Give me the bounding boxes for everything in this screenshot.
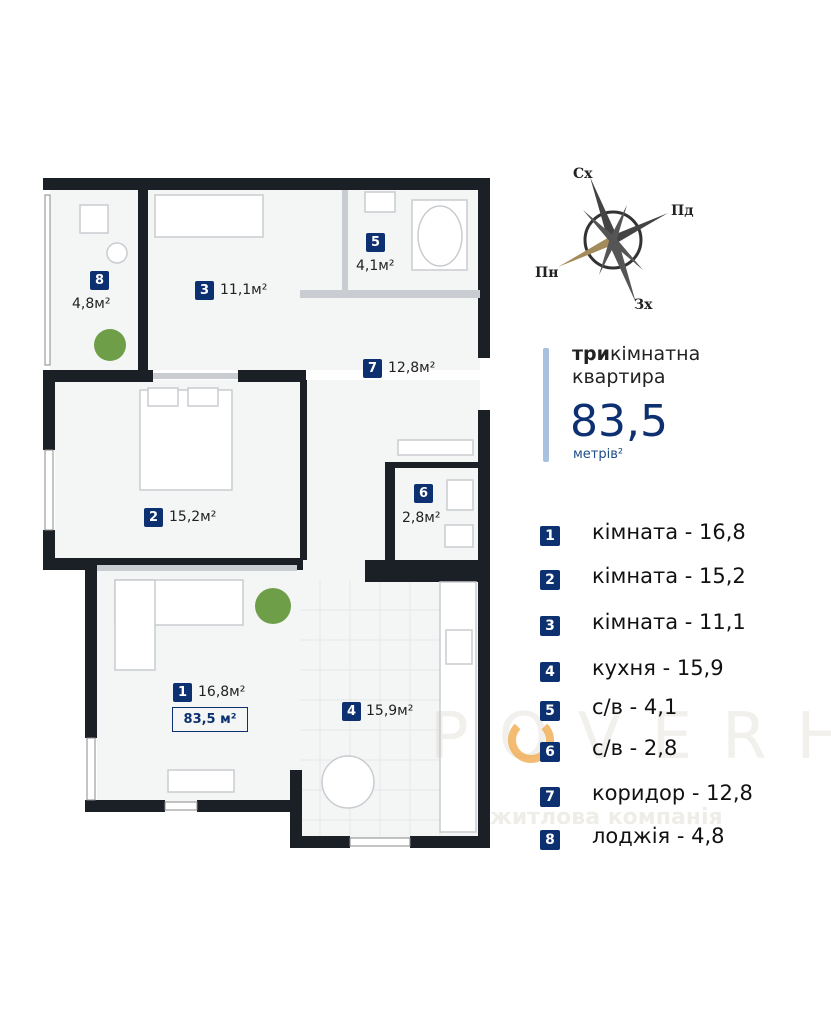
legend-text-7: коридор - 12,8 (592, 781, 753, 805)
room-badge-3: 3 (195, 281, 214, 300)
watermark-brand: POVERH (430, 700, 831, 774)
room-area-4: 15,9м² (366, 703, 414, 719)
room-badge-5: 5 (366, 233, 385, 252)
room-badge-6: 6 (414, 484, 433, 503)
partition-walls (97, 190, 480, 571)
compass-label-south: Зх (634, 297, 653, 313)
legend-text-2: кімната - 15,2 (592, 564, 746, 588)
plants (94, 329, 291, 624)
total-area-box: 83,5 м² (172, 707, 248, 732)
room-area-6: 2,8м² (402, 510, 441, 526)
room-area-1: 16,8м² (198, 684, 246, 700)
apartment-type-bold: три (572, 343, 610, 365)
room-area-7: 12,8м² (388, 360, 436, 376)
room-area-8: 4,8м² (72, 296, 111, 312)
legend-badge-2: 2 (540, 570, 560, 590)
legend-text-3: кімната - 11,1 (592, 610, 746, 634)
room-badge-8: 8 (90, 271, 109, 290)
room-badge-4: 4 (342, 702, 361, 721)
apartment-type-rest: кімнатна (609, 343, 701, 365)
legend-badge-5: 5 (540, 701, 560, 721)
legend-badge-8: 8 (540, 830, 560, 850)
apartment-type: трикімнатна (572, 343, 700, 365)
legend-text-6: с/в - 2,8 (592, 736, 678, 760)
legend-text-8: лоджія - 4,8 (592, 824, 725, 848)
room-area-2: 15,2м² (169, 509, 217, 525)
room-area-5: 4,1м² (356, 258, 395, 274)
compass-label-west: Пн (535, 265, 559, 281)
legend-text-1: кімната - 16,8 (592, 520, 746, 544)
room-area-3: 11,1м² (220, 282, 268, 298)
watermark-tagline: житлова компанія (490, 805, 723, 830)
furniture (79, 191, 477, 833)
summary-accent-bar (543, 348, 549, 462)
compass-label-east: Пд (671, 203, 694, 219)
room-badge-2: 2 (144, 508, 163, 527)
legend-text-5: с/в - 4,1 (592, 695, 678, 719)
compass-label-north: Сх (573, 166, 593, 182)
room-badge-7: 7 (363, 359, 382, 378)
legend-badge-4: 4 (540, 662, 560, 682)
watermark-logo-icon (508, 717, 554, 763)
compass-rose-icon (558, 177, 668, 303)
area-unit: метрів² (573, 447, 624, 462)
room-badge-1: 1 (173, 683, 192, 702)
legend-badge-7: 7 (540, 787, 560, 807)
legend-badge-6: 6 (540, 742, 560, 762)
legend-badge-1: 1 (540, 526, 560, 546)
legend-text-4: кухня - 15,9 (592, 656, 724, 680)
legend-badge-3: 3 (540, 616, 560, 636)
apartment-subtitle: квартира (572, 366, 666, 388)
windows (44, 194, 411, 847)
apartment-total-area: 83,5 (570, 396, 668, 447)
